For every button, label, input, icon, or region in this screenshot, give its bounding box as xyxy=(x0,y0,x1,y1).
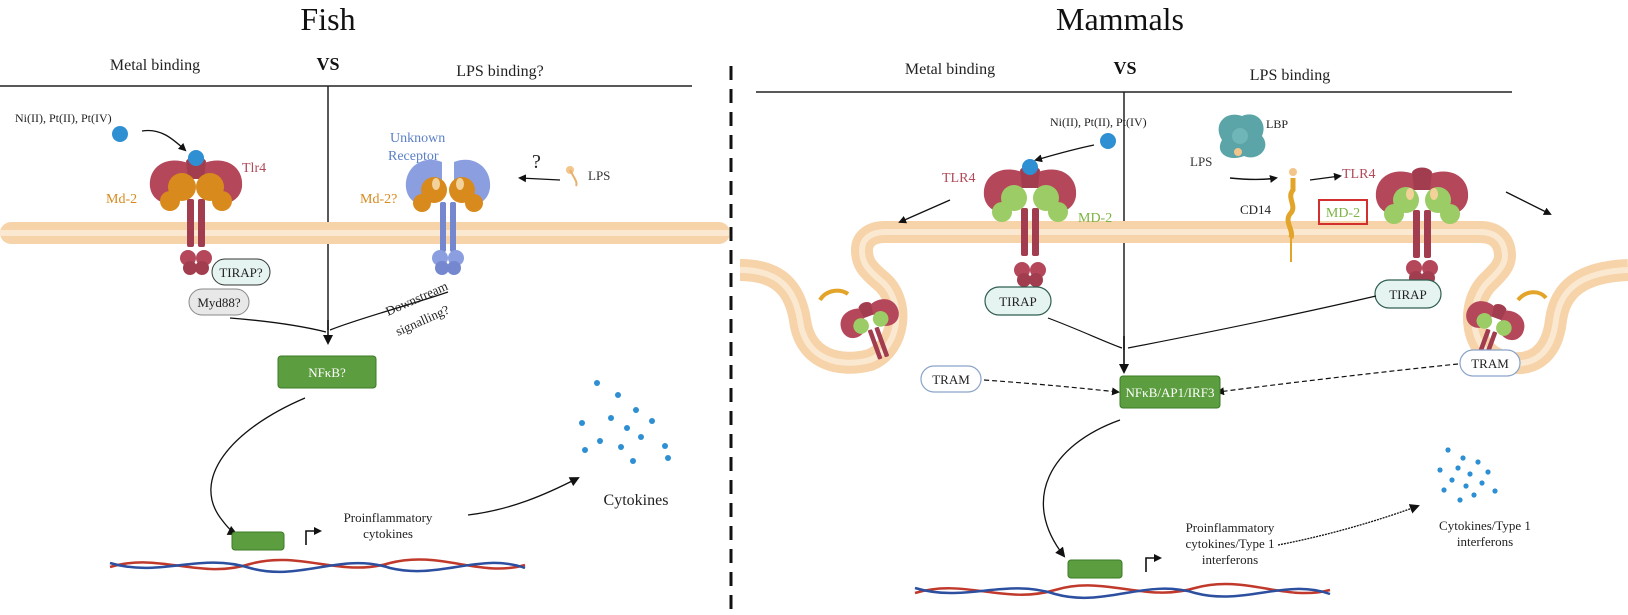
svg-text:TRAM: TRAM xyxy=(932,372,970,387)
dna-icon xyxy=(109,558,526,574)
fish-panel: Fish Metal binding VS LPS binding? Ni(II… xyxy=(0,1,730,574)
mammals-tlr4-right xyxy=(1375,167,1469,258)
fish-metals-label: Ni(II), Pt(II), Pt(IV) xyxy=(15,111,112,125)
svg-text:TIRAP?: TIRAP? xyxy=(219,265,263,280)
fish-cytokines-label: Cytokines xyxy=(604,492,669,509)
lps-icon xyxy=(566,166,578,187)
unknown-tir-domain xyxy=(432,250,464,275)
mammals-gene-box xyxy=(1067,559,1123,579)
svg-text:TRAM: TRAM xyxy=(1471,356,1509,371)
fish-gene-box xyxy=(231,531,285,551)
mammals-dna xyxy=(914,582,1331,600)
fish-product-label-2: cytokines xyxy=(363,526,413,541)
mammals-cytokines-label-2: interferons xyxy=(1457,534,1513,549)
fish-lps-label: LPS xyxy=(588,168,610,183)
mammals-tlr4-left xyxy=(983,159,1077,256)
svg-text:NFκB?: NFκB? xyxy=(308,365,346,380)
fish-vs-label: VS xyxy=(316,54,339,74)
mammals-cd14-label: CD14 xyxy=(1240,202,1272,217)
fish-tlr4-label: Tlr4 xyxy=(242,161,266,176)
lbp-icon xyxy=(1218,114,1266,159)
metal-ion-icon xyxy=(112,126,128,142)
mammals-metal-heading: Metal binding xyxy=(905,61,995,78)
mammals-tram-right xyxy=(1459,349,1521,377)
mammals-tlr4-left-label: TLR4 xyxy=(942,171,975,186)
fish-myd88-pill xyxy=(188,288,250,316)
mammals-lbp-label: LBP xyxy=(1266,117,1288,131)
unknown-receptor-icon xyxy=(405,159,491,252)
mammals-lps-label: LPS xyxy=(1190,154,1212,169)
mammals-tirap-right xyxy=(1374,279,1442,309)
mammals-nfkb-box xyxy=(1119,375,1221,409)
mammals-panel: Mammals Metal binding VS LPS binding Ni(… xyxy=(739,1,1628,600)
fish-tirap-pill xyxy=(211,258,271,286)
mammals-tirap-left xyxy=(984,286,1052,316)
fish-lps-heading: LPS binding? xyxy=(456,63,544,80)
unknown-receptor-label-2: Receptor xyxy=(388,149,439,164)
mammals-metals-label: Ni(II), Pt(II), Pt(IV) xyxy=(1050,115,1147,129)
mammals-cytokine-dots xyxy=(1437,447,1498,503)
mammals-product-label-1: Proinflammatory xyxy=(1186,520,1275,535)
fish-md2-label: Md-2 xyxy=(106,192,137,207)
svg-text:TIRAP: TIRAP xyxy=(1389,287,1427,302)
tlr4-receptor-icon xyxy=(149,150,243,247)
fish-title: Fish xyxy=(300,1,355,37)
unknown-receptor-label-1: Unknown xyxy=(390,131,445,146)
svg-text:TIRAP: TIRAP xyxy=(999,294,1037,309)
mammals-cytokines-label-1: Cytokines/Type 1 xyxy=(1439,518,1531,533)
fish-md2q-label: Md-2? xyxy=(360,192,397,207)
fish-question-mark: ? xyxy=(532,151,541,173)
fish-tir-domain xyxy=(180,250,212,275)
svg-text:Myd88?: Myd88? xyxy=(197,295,241,310)
mammals-md2-right-label: MD-2 xyxy=(1326,206,1360,221)
mammals-lps-heading: LPS binding xyxy=(1250,67,1330,84)
svg-text:NFκB/AP1/IRF3: NFκB/AP1/IRF3 xyxy=(1126,385,1215,400)
mammals-title: Mammals xyxy=(1056,1,1184,37)
fish-product-label-1: Proinflammatory xyxy=(344,510,433,525)
mammals-md2-left-label: MD-2 xyxy=(1078,211,1112,226)
fish-metal-heading: Metal binding xyxy=(110,57,200,74)
cytokine-dots-icon xyxy=(579,380,671,464)
mammals-tlr4-right-label: TLR4 xyxy=(1342,167,1375,182)
cd14-icon xyxy=(1285,168,1297,262)
promoter-arrow-icon xyxy=(305,527,322,545)
endosome-receptor-right xyxy=(1453,294,1530,371)
fish-nfkb-box xyxy=(277,355,377,389)
mammals-tram-left xyxy=(920,365,982,393)
endosome-icon xyxy=(835,292,912,369)
mammals-product-label-3: interferons xyxy=(1202,552,1258,567)
mammals-product-label-2: cytokines/Type 1 xyxy=(1186,536,1275,551)
mammals-md2-highlight-box xyxy=(1318,199,1368,225)
mammals-vs-label: VS xyxy=(1113,58,1136,78)
